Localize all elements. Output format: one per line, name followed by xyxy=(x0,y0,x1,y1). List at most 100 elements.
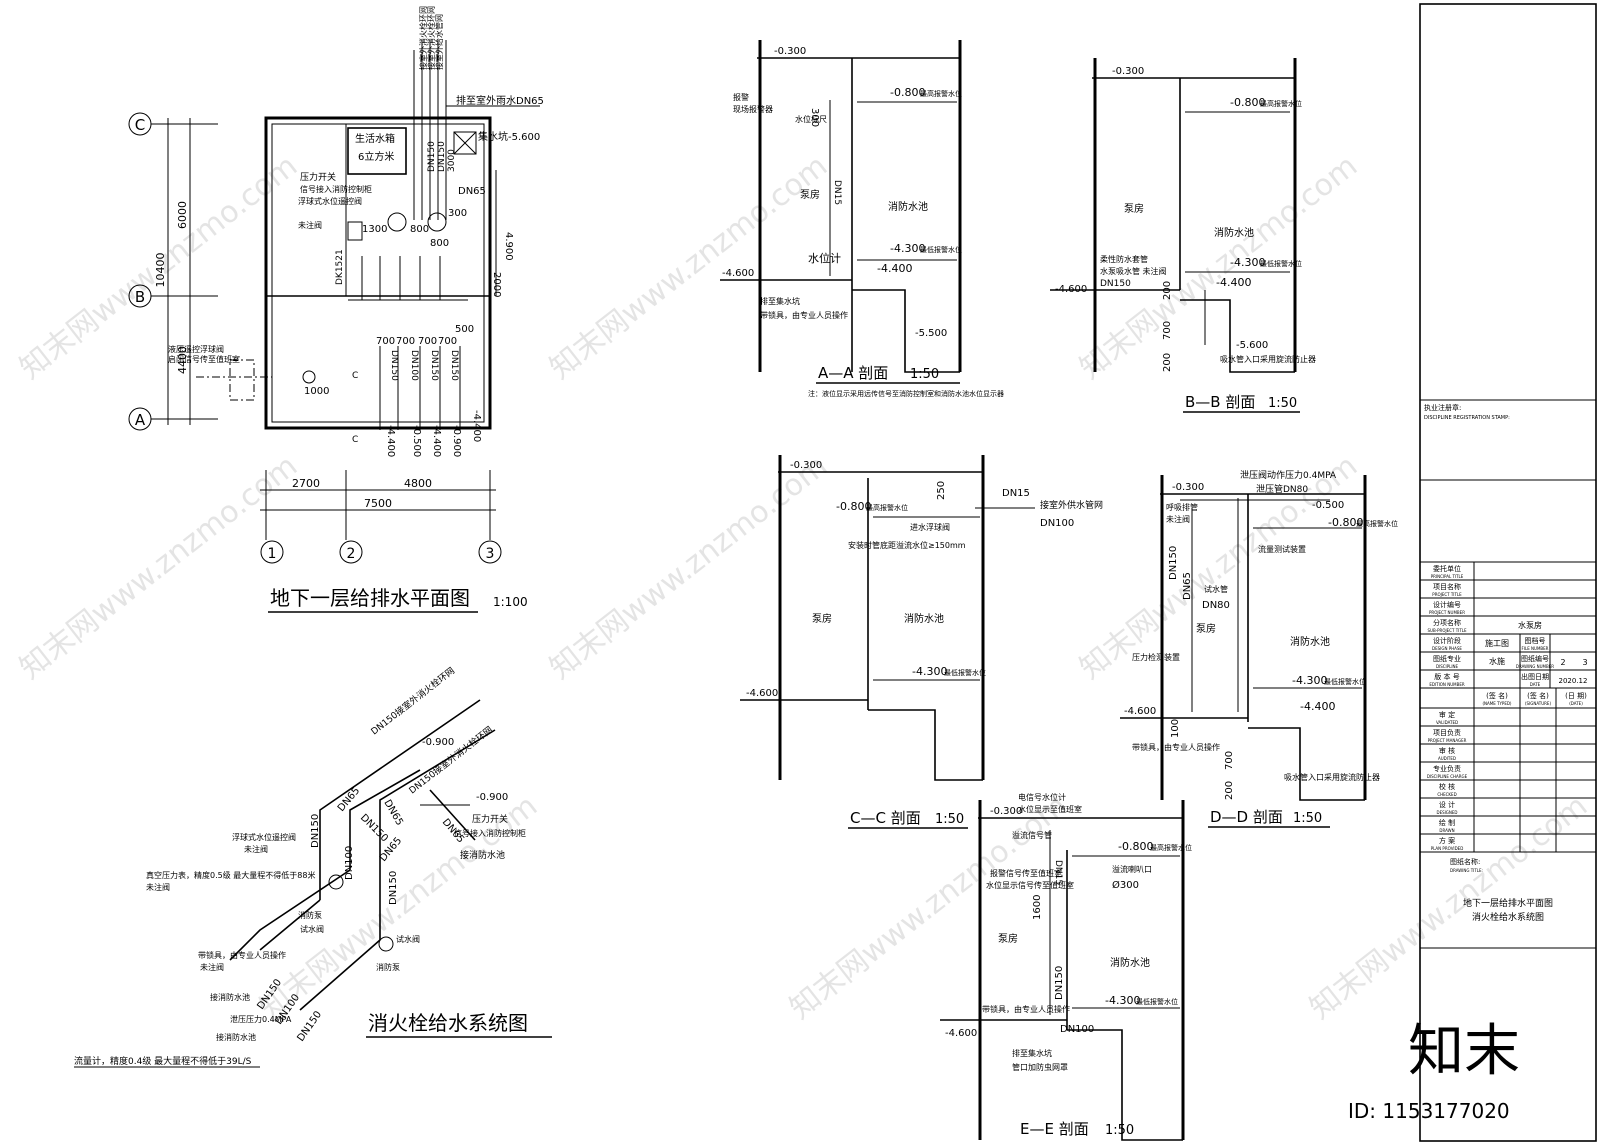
image-id-watermark: ID: 1153177020 xyxy=(1348,1099,1510,1123)
sign-col-en: (DATE) xyxy=(1569,701,1583,706)
stamp-label-en: DISCIPLINE REGISTRATION STAMP: xyxy=(1424,415,1510,421)
section-scale: 1:50 xyxy=(1268,396,1297,411)
flow-test-label: 流量测试装置 xyxy=(1258,544,1306,554)
elevation-note: 最低报警水位 xyxy=(1260,259,1302,268)
pump-label: 消防泵 xyxy=(376,962,400,972)
dim-label: 200 xyxy=(1224,781,1235,800)
pool-label: 接消防水池 xyxy=(210,992,250,1002)
plan-title: 地下一层给排水平面图 xyxy=(270,586,470,610)
pipe-note: 接室外消火栓环网 xyxy=(426,6,436,70)
net-label: 管口加防虫网罩 xyxy=(1012,1062,1068,1072)
section-note: 注：液位显示采用远传信号至消防控制室和消防水池水位显示器 xyxy=(808,389,1004,398)
pipe-size: DN150 xyxy=(1054,966,1065,1000)
elevation: -4.300 xyxy=(912,665,947,678)
tank-volume: 6立方米 xyxy=(358,150,394,163)
pipe-size: DN150 xyxy=(310,814,321,848)
sign-col: (签 名) xyxy=(1527,691,1549,700)
elevation: -4.600 xyxy=(722,268,754,279)
vortex-note: 吸水管入口采用旋流防止器 xyxy=(1284,772,1380,782)
role-label: 方 案 xyxy=(1439,836,1455,845)
pipe-size: DN150 xyxy=(389,350,399,381)
section-scale: 1:50 xyxy=(935,812,964,827)
tb-file-label: 图档号 xyxy=(1525,636,1546,645)
pool-label: 消防水池 xyxy=(904,612,944,625)
level-rule-label: 水位标尺 xyxy=(795,114,827,124)
elevation: -0.500 xyxy=(1312,500,1344,511)
pipe-size: DN150 xyxy=(449,350,459,381)
pool-label: 消防水池 xyxy=(1290,635,1330,648)
pipe-size: DN15 xyxy=(832,180,842,205)
role-label-en: PROJECT MANAGER xyxy=(1428,738,1467,743)
pump-room-label: 泵房 xyxy=(998,932,1018,945)
design-phase-value: 施工图 xyxy=(1485,638,1509,648)
pipe-size: DN100 xyxy=(409,350,419,381)
role-label-en: DRAWN xyxy=(1439,828,1454,833)
watermark-text: 知末网www.znzmo.com xyxy=(543,148,834,386)
dim-label: 100 xyxy=(1170,719,1181,738)
section-title: B—B 剖面 xyxy=(1185,393,1255,411)
dim-label: 2700 xyxy=(292,477,320,490)
elevation-note: 最高报警水位 xyxy=(920,89,962,98)
pipe-size: DN150 xyxy=(429,350,439,381)
tank-label: 生活水箱 xyxy=(355,132,395,145)
elevation: -0.900 xyxy=(451,425,462,457)
pool-label: 消防水池 xyxy=(1110,956,1150,969)
water-tank xyxy=(347,127,407,175)
elevation-note: 最高报警水位 xyxy=(1150,843,1192,852)
dim-label: 1600 xyxy=(1032,895,1043,920)
inlet-label: 溢流喇叭口 xyxy=(1112,864,1152,874)
pipe-size: DN150 xyxy=(388,871,399,905)
pipe-note: 接室外给水管网 xyxy=(434,14,444,70)
elevation: -0.300 xyxy=(774,46,806,57)
pipe-size: DN100 xyxy=(344,846,355,880)
pipe-size: DN150 xyxy=(437,141,447,172)
watermark-text: 知末网www.znzmo.com xyxy=(13,448,304,686)
pump-icon xyxy=(378,936,394,952)
elevation: -4.300 xyxy=(890,242,925,255)
tb-row-label-en: PRINCIPAL TITLE xyxy=(1431,574,1464,579)
elevation: -4.600 xyxy=(1055,284,1087,295)
pipe-size: DN150 xyxy=(295,1009,324,1043)
elevation: -0.900 xyxy=(476,792,508,803)
tb-drawing-no-label: 图纸编号 xyxy=(1521,654,1549,663)
system-title: 消火栓给水系统图 xyxy=(368,1011,528,1035)
elevation-note: 最高报警水位 xyxy=(1356,519,1398,528)
axis-label: 3 xyxy=(486,546,495,562)
section-bb: -0.300 -0.800 最高报警水位 泵房 消防水池 柔性防水套管 水泵吸水… xyxy=(1050,58,1316,413)
role-label: 专业负责 xyxy=(1433,764,1461,773)
sign-col-en: (NAME TYPED) xyxy=(1482,701,1511,706)
pipe-size: DN65 xyxy=(458,186,486,197)
elevation: -4.400 xyxy=(1300,700,1335,713)
overflow-label: 溢流信号管 xyxy=(1012,830,1052,840)
dim-label: 700 xyxy=(1224,751,1235,770)
pipe-size: DN65 xyxy=(336,785,362,813)
sleeve-label: 柔性防水套管 xyxy=(1100,254,1148,264)
elevation: -0.800 xyxy=(1328,516,1363,529)
drawing-title-label: 图纸名称: xyxy=(1450,857,1480,866)
dim-label: 200 xyxy=(1162,281,1173,300)
role-label: 设 计 xyxy=(1439,800,1455,809)
project-rows: 委托单位 PRINCIPAL TITLE 项目名称 PROJECT TITLE … xyxy=(1420,564,1596,689)
pump-label: 消防泵 xyxy=(298,910,322,920)
dim-label: 500 xyxy=(455,324,474,335)
section-scale: 1:50 xyxy=(1105,1123,1134,1138)
elevation: -4.300 xyxy=(1105,994,1140,1007)
tb-file-label-en: FILE NUMBER xyxy=(1522,646,1549,651)
pipe-size: DN15 xyxy=(1053,860,1063,885)
pipe-size: DN100 xyxy=(1040,518,1074,529)
dim-label: 2000 xyxy=(491,272,502,297)
inlet-label: 进水浮球阀 xyxy=(910,522,950,532)
pipe-size: 泄压管DN80 xyxy=(1256,483,1308,495)
relief-note: 泄压阀动作压力0.4MPA xyxy=(1240,469,1337,481)
pool-label: 消防水池 xyxy=(1214,226,1254,239)
section-mark: C xyxy=(352,435,358,445)
unnoted-label: 未注阀 xyxy=(200,962,224,972)
supply-label: 接室外供水管网 xyxy=(1040,499,1103,511)
tb-row-label-en: DESIGN PHASE xyxy=(1432,646,1462,651)
pipe-note: 接室外消火栓环网 xyxy=(418,6,428,70)
pump-icon xyxy=(427,212,447,232)
gauge-label: 水位计 xyxy=(808,251,841,265)
dim-label: 4400 xyxy=(176,346,189,374)
pump-room-label: 泵房 xyxy=(800,188,820,201)
